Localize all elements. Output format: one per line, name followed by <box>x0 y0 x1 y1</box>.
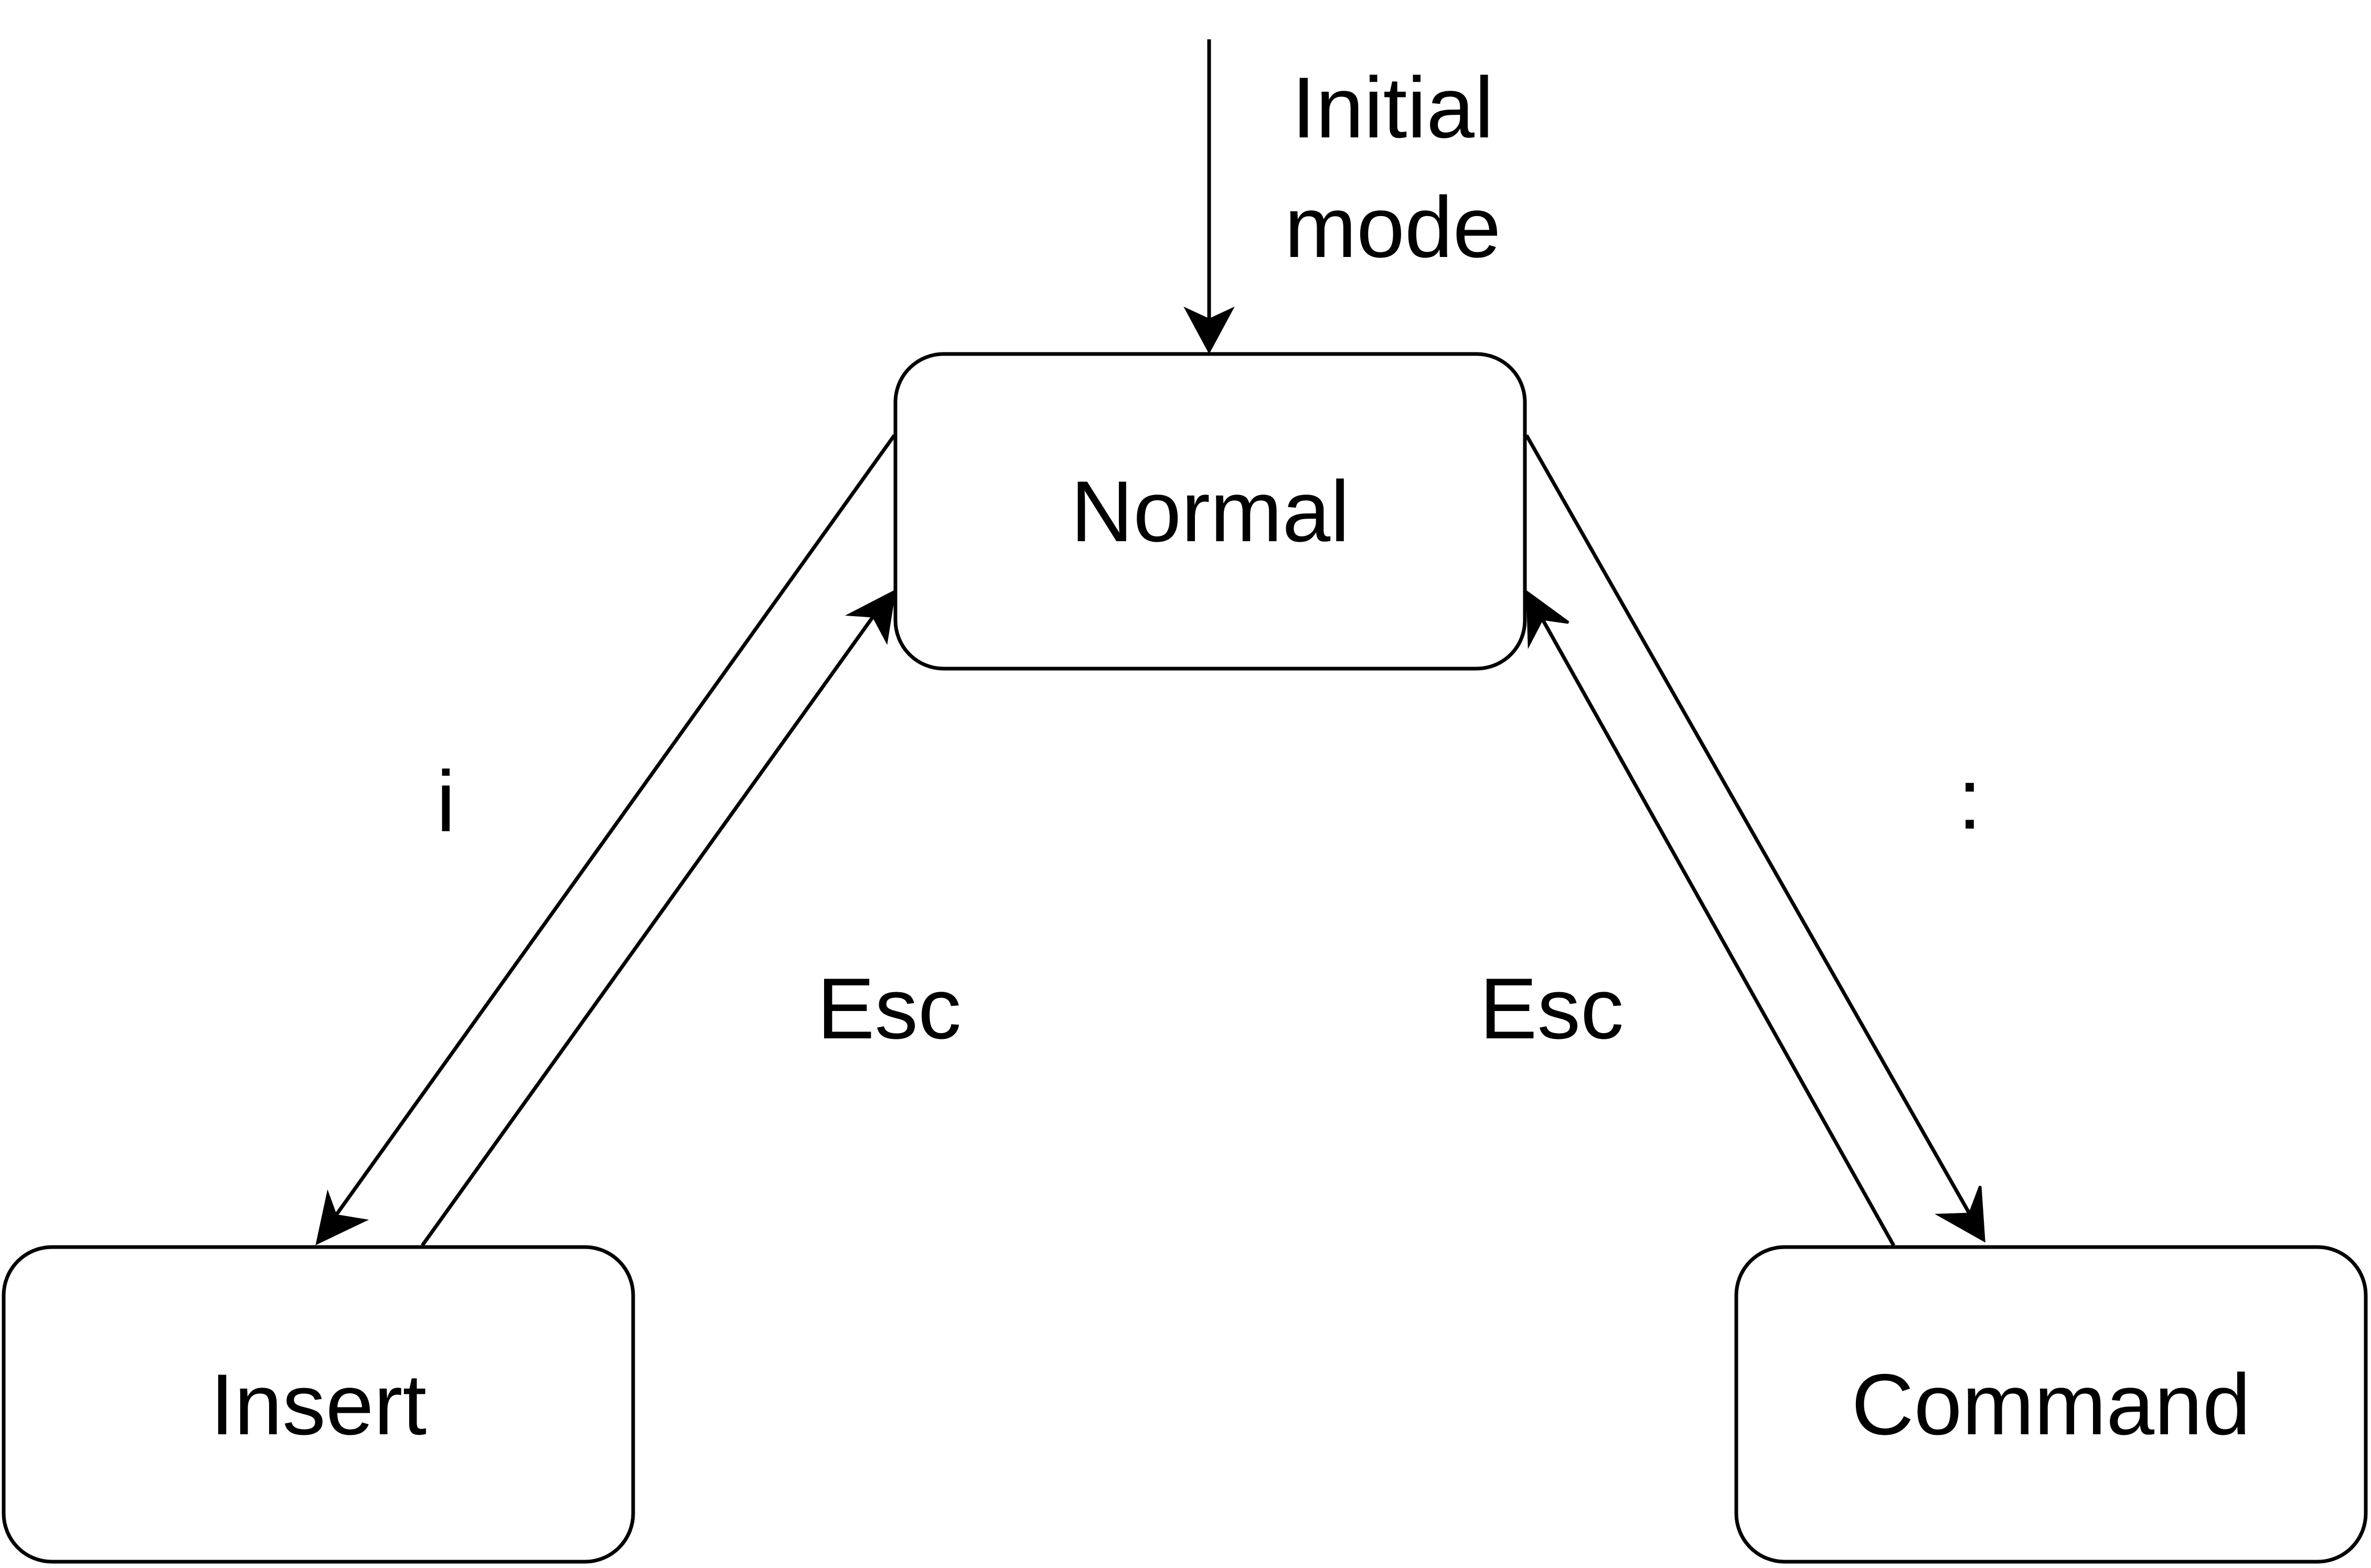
normal-to-command-arrow-head <box>1935 1186 1985 1243</box>
command-esc-label: Esc <box>1479 960 1624 1057</box>
state-normal-label: Normal <box>1071 463 1350 560</box>
normal-to-insert-line <box>334 434 896 1217</box>
state-insert-box <box>2 1245 635 1564</box>
transition-command-to-normal: Esc <box>1479 589 1896 1247</box>
normal-to-command-line <box>1524 434 1972 1215</box>
command-key-label: : <box>1958 750 1982 847</box>
initial-arrow-head <box>1183 306 1235 355</box>
transition-insert-to-normal: Esc <box>421 589 962 1247</box>
command-to-normal-arrow-head <box>1526 589 1569 649</box>
state-command: Command <box>1734 1245 2368 1564</box>
transition-normal-to-insert: i <box>315 434 896 1245</box>
transition-normal-to-command: : <box>1524 434 1985 1243</box>
insert-to-normal-line <box>421 615 875 1247</box>
state-command-label: Command <box>1851 1356 2250 1453</box>
insert-key-label: i <box>436 753 456 850</box>
command-to-normal-line <box>1540 618 1896 1247</box>
initial-mode-label-line1: Initial <box>1291 59 1493 156</box>
state-insert: Insert <box>2 1245 635 1564</box>
normal-to-insert-arrow-head <box>315 1189 369 1245</box>
state-command-box <box>1734 1245 2368 1564</box>
state-normal-box <box>893 352 1527 671</box>
insert-to-normal-arrow-head <box>845 589 896 645</box>
initial-transition: Initial mode <box>1183 39 1501 355</box>
initial-mode-label-line2: mode <box>1285 179 1501 275</box>
insert-esc-label: Esc <box>817 960 961 1057</box>
state-normal: Normal <box>893 352 1527 671</box>
state-insert-label: Insert <box>210 1356 427 1453</box>
